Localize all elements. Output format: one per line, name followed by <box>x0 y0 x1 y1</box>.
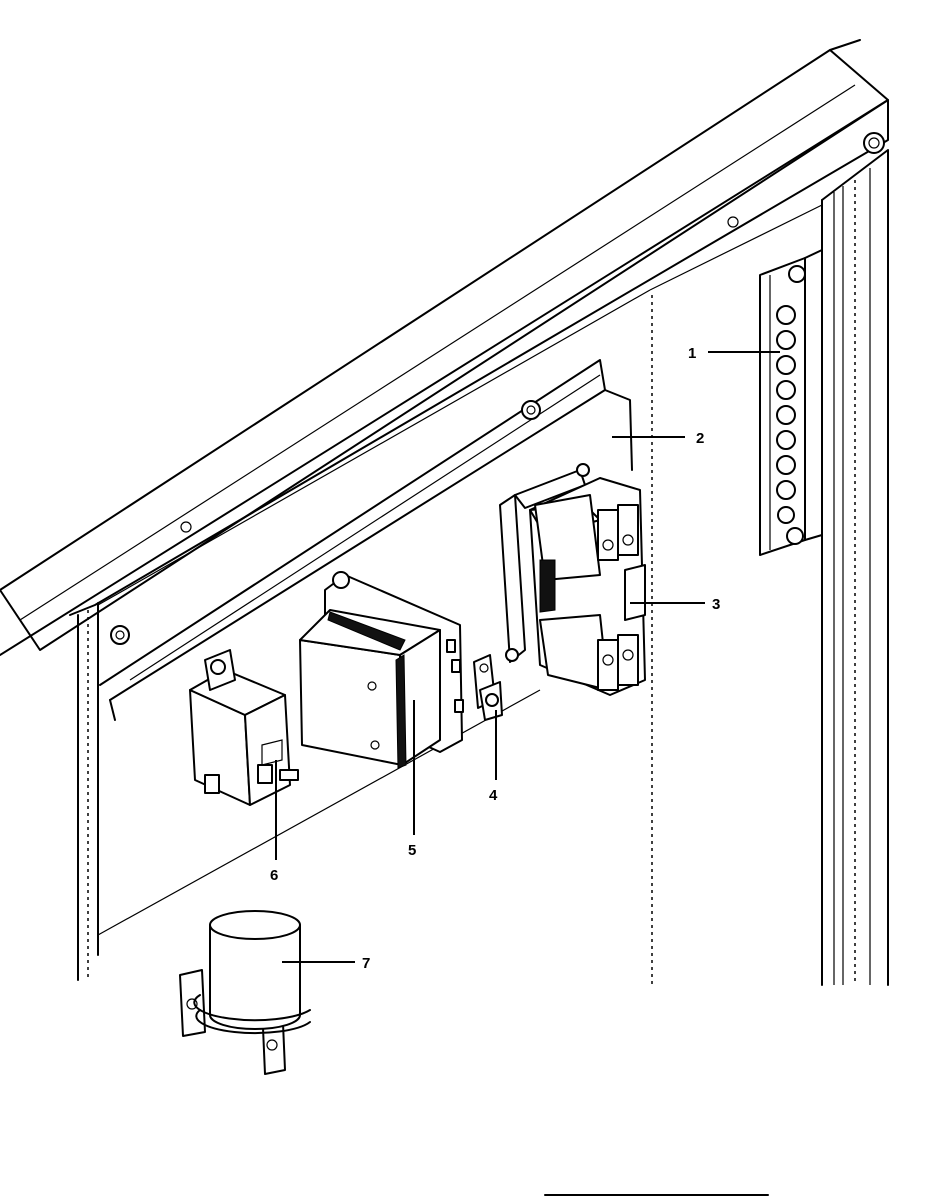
callout-1: 1 <box>688 345 780 362</box>
callout-5: 5 <box>408 700 416 859</box>
screw-icon <box>521 400 541 420</box>
callout-3: 3 <box>630 596 720 613</box>
callout-7: 7 <box>282 955 370 972</box>
callout-2: 2 <box>612 430 704 447</box>
control-panel-plate <box>99 359 633 721</box>
ground-lug <box>473 654 503 721</box>
contactor <box>499 463 646 696</box>
screw-icon <box>786 265 806 545</box>
terminal-screws <box>776 305 796 524</box>
transformer <box>299 571 464 769</box>
callout-label: 5 <box>408 842 416 859</box>
cabinet-housing <box>0 39 889 986</box>
callout-label: 6 <box>270 867 278 884</box>
callout-label: 3 <box>712 596 720 613</box>
screw-icon <box>110 625 130 645</box>
relay <box>189 649 299 806</box>
terminal-block <box>759 249 823 556</box>
callout-4: 4 <box>489 710 498 804</box>
callout-label: 1 <box>688 345 696 362</box>
callout-6: 6 <box>270 760 278 884</box>
callout-label: 7 <box>362 955 370 972</box>
screw-icon <box>505 463 590 662</box>
callout-label: 2 <box>696 430 704 447</box>
capacitor <box>179 910 311 1075</box>
screw-icon <box>863 132 885 154</box>
callout-label: 4 <box>489 787 498 804</box>
